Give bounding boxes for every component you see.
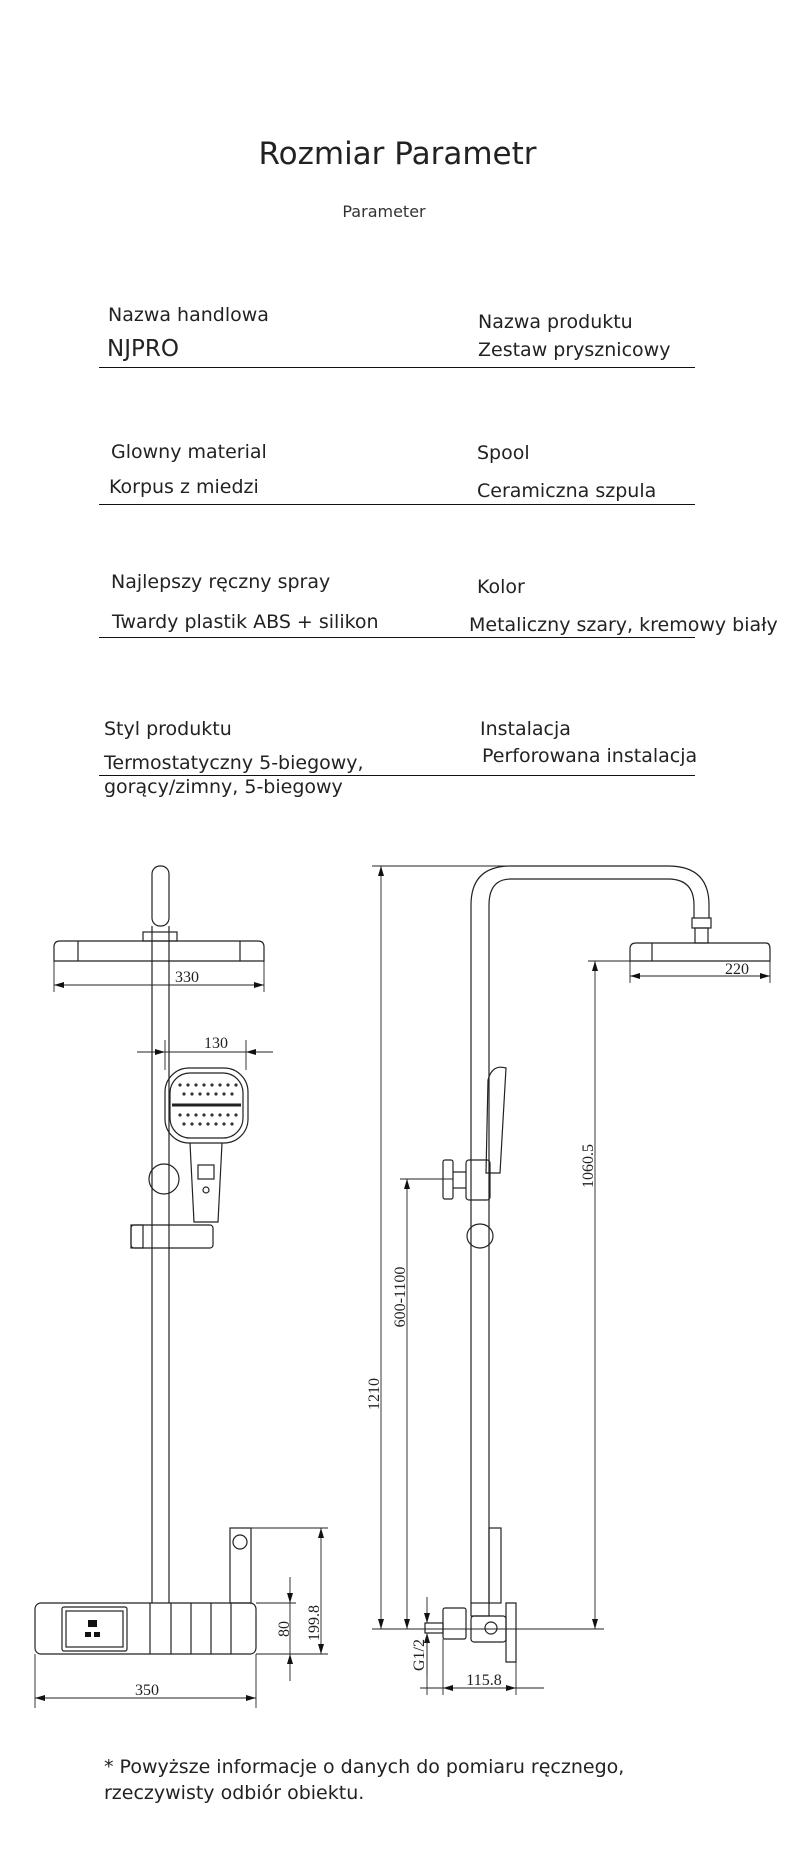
spec-label: Instalacja — [480, 718, 571, 740]
spec-label: Spool — [477, 442, 530, 464]
dim-slide-range: 600-1100 — [392, 1267, 409, 1328]
spec-label: Najlepszy ręczny spray — [111, 571, 331, 593]
spec-value: Ceramiczna szpula — [477, 480, 657, 502]
holder-disk — [442, 1159, 454, 1200]
spec-label: Kolor — [477, 576, 525, 598]
side-view — [424, 865, 771, 1663]
spec-value: Perforowana instalacja — [482, 745, 698, 767]
side-hand-shower — [485, 1066, 507, 1174]
footnote-line-1: * Powyższe informacje o danych do pomiar… — [104, 1756, 625, 1778]
slide-knob — [466, 1223, 494, 1249]
side-rain-head — [629, 942, 771, 962]
dim-valve-depth: 115.8 — [466, 1672, 501, 1689]
spec-label: Styl produktu — [104, 718, 232, 740]
spec-value: Korpus z miedzi — [109, 476, 259, 498]
dim-head-width: 330 — [175, 969, 199, 986]
dim-box-height: 80 — [276, 1621, 293, 1637]
divider — [99, 637, 695, 638]
rain-head — [53, 940, 265, 962]
spec-value: NJPRO — [107, 336, 179, 362]
shower-arm — [151, 865, 170, 927]
dim-total-height: 1210 — [366, 1378, 383, 1410]
spec-value: Metaliczny szary, kremowy biały — [469, 614, 778, 636]
spec-value: gorący/zimny, 5-biegowy — [104, 776, 343, 798]
hand-shower-head — [164, 1067, 249, 1144]
dim-head-height: 1060.5 — [580, 1144, 597, 1188]
page-title: Rozmiar Parametr — [258, 136, 537, 172]
dim-thread: G1/2 — [411, 1639, 428, 1671]
spec-value: Termostatyczny 5-biegowy, — [104, 752, 364, 774]
spec-label: Nazwa handlowa — [108, 304, 269, 326]
wall-flange — [505, 1602, 517, 1663]
divider — [99, 775, 695, 776]
page-subtitle: Parameter — [342, 202, 426, 221]
dim-hand-width: 130 — [204, 1035, 228, 1052]
spec-label: Nazwa produktu — [478, 311, 633, 333]
divider — [99, 504, 695, 505]
control-box — [34, 1602, 257, 1655]
dim-side-head-width: 220 — [725, 961, 749, 978]
front-view — [34, 865, 265, 1655]
side-bracket — [488, 1527, 502, 1604]
footnote-line-2: rzeczywisty odbiór obiektu. — [104, 1782, 365, 1804]
spec-label: Glowny material — [111, 441, 267, 463]
dim-total-box-height: 199.8 — [306, 1605, 323, 1641]
display — [61, 1606, 128, 1652]
dim-box-width: 350 — [135, 1682, 159, 1699]
holder-ring — [148, 1163, 180, 1195]
spec-value: Twardy plastik ABS + silikon — [112, 611, 379, 633]
hand-shower-handle — [189, 1142, 223, 1223]
spec-value: Zestaw prysznicowy — [478, 339, 671, 361]
divider — [99, 367, 695, 368]
